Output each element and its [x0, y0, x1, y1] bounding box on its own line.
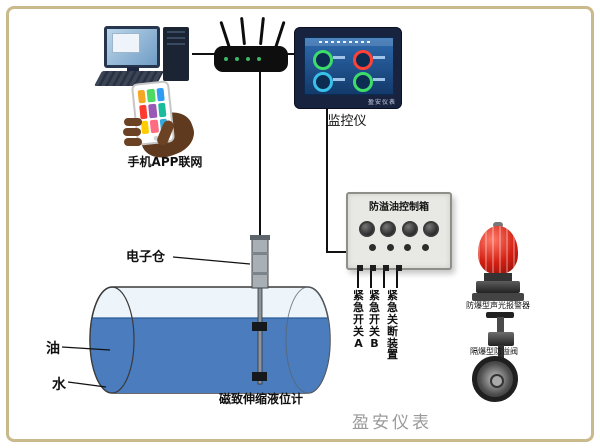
control-box-title: 防溢油控制箱 [369, 202, 429, 213]
app-icon [146, 88, 156, 103]
gauge-readout-bar [333, 78, 345, 81]
control-knob [358, 221, 375, 237]
hmi-brand-text: 盈安仪表 [367, 99, 396, 106]
water-label: 水 [52, 377, 66, 393]
finger [124, 138, 142, 146]
sensor-float-lower [252, 372, 267, 381]
alarm-mount [472, 293, 524, 301]
valve-lower-stem [498, 345, 504, 358]
indicator-dot [421, 244, 429, 251]
gauge-dial-red [353, 50, 373, 70]
electronic-compartment-body [251, 237, 269, 289]
monitor-stand [127, 67, 139, 73]
alarm-dome [478, 226, 518, 274]
finger [123, 128, 141, 136]
gauge-dial-green-2 [353, 72, 373, 92]
alarm-base [476, 281, 520, 293]
alarm-beacon [470, 222, 526, 310]
router-status-lights-icon [224, 57, 228, 61]
level-sensor-rod [257, 285, 263, 385]
valve-stem [497, 317, 504, 333]
level-monitor-device: 盈安仪表 [294, 27, 402, 109]
phone-app-label: 手机APP联网 [127, 155, 203, 169]
pointer-water [67, 381, 107, 388]
tank-left-rim [89, 286, 135, 394]
hmi-titlebar [305, 38, 393, 46]
alarm-label: 防爆型声光报警器 [466, 301, 530, 310]
valve-hub [490, 374, 504, 388]
app-icon [150, 119, 159, 134]
control-knob [380, 221, 397, 237]
diagram-border [6, 6, 594, 442]
pointer-oil [61, 346, 111, 351]
brand-watermark: 盈安仪表 [352, 413, 432, 433]
alarm-tip [493, 222, 503, 228]
control-knob-row [356, 221, 442, 237]
app-icon [157, 103, 167, 118]
cable-gland [357, 265, 363, 271]
overflow-control-box: 防溢油控制箱 [346, 192, 452, 271]
app-icon [156, 87, 165, 102]
cable-hmi-controlbox [326, 107, 346, 253]
gauge-readout-bar [333, 56, 345, 59]
alarm-ribs [478, 226, 518, 274]
compartment-band-2 [252, 272, 268, 275]
gauge-readout-bar [373, 78, 385, 81]
valve-actuator [488, 332, 514, 346]
indicator-dot [404, 244, 412, 251]
indicator-dot [386, 244, 394, 251]
tank-right-rim [285, 286, 331, 394]
hmi-screen [304, 37, 394, 95]
pc-tower [163, 27, 189, 81]
compartment-band-1 [252, 252, 268, 255]
electronic-compartment-label: 电子仓 [126, 250, 166, 265]
monitor-device-label: 监控仪 [327, 114, 367, 129]
cable-gland [383, 265, 389, 271]
app-icon [139, 104, 148, 119]
gauge-readout-bar [373, 56, 385, 59]
emergency-shutoff-label: 紧急关断装置 [387, 289, 398, 362]
valve-label: 隔爆型防溢阀 [470, 347, 518, 356]
control-knob [423, 221, 440, 237]
indicator-dot [369, 244, 377, 251]
oil-label: 油 [46, 341, 60, 357]
level-gauge-label: 磁致伸缩液位计 [218, 392, 303, 406]
app-icon [140, 120, 150, 135]
desktop-screen [107, 29, 157, 65]
gauge-dial-green [313, 50, 333, 70]
gauge-dial-cyan [313, 72, 333, 92]
finger [124, 118, 142, 126]
cable-gland [370, 265, 376, 271]
tank-liquid [90, 318, 330, 393]
valve-handle [486, 312, 514, 318]
pointer-compartment [172, 256, 251, 265]
emergency-switch-b-label: 紧急开关B [369, 289, 380, 350]
app-icon [148, 103, 158, 119]
overflow-valve [462, 312, 526, 404]
app-icon [137, 89, 147, 104]
cable-gland [396, 265, 402, 271]
electronic-compartment-cap [250, 235, 270, 240]
sensor-float-upper [252, 322, 267, 331]
emergency-switch-a-label: 紧急开关A [353, 289, 364, 350]
wifi-router [214, 46, 288, 72]
desktop-monitor [104, 26, 160, 68]
indicator-row [364, 244, 434, 251]
alarm-neck [484, 273, 512, 281]
desktop-window [112, 33, 140, 53]
control-knob [401, 221, 418, 237]
